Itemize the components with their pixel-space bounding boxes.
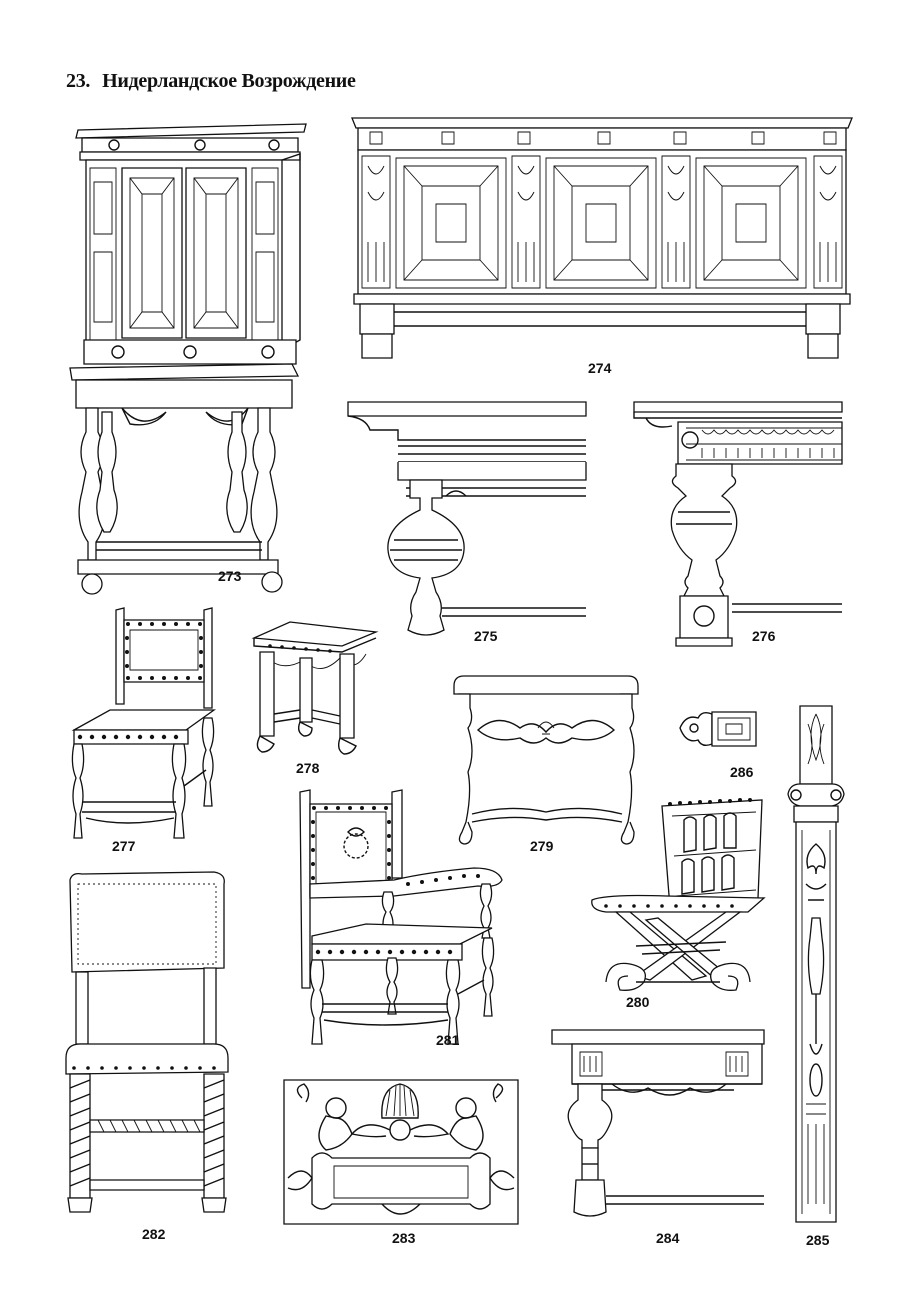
figure-275-table-leg-detail	[346, 400, 588, 642]
figure-label: 281	[436, 1032, 460, 1048]
figure-284-table-detail	[550, 1028, 766, 1228]
figure-label: 286	[730, 764, 754, 780]
figure-label: 285	[806, 1232, 830, 1248]
figure-279-carved-stool	[450, 672, 642, 848]
figure-label: 279	[530, 838, 554, 854]
figure-label: 275	[474, 628, 498, 644]
figure-273-cabinet-on-stand	[62, 112, 308, 602]
figure-label: 280	[626, 994, 650, 1010]
figure-286-ornament-detail	[678, 706, 758, 752]
figure-label: 276	[752, 628, 776, 644]
figure-label: 283	[392, 1230, 416, 1246]
figure-280-x-frame-chair	[586, 796, 770, 996]
section-number: 23.	[66, 70, 91, 92]
figure-277-studded-side-chair	[66, 606, 216, 844]
figure-label: 277	[112, 838, 136, 854]
figure-274-sideboard	[348, 112, 856, 362]
figure-label: 278	[296, 760, 320, 776]
figure-285-carved-pilaster	[786, 704, 846, 1224]
figure-276-carved-table-detail	[632, 400, 844, 648]
page-title: 23. Нидерландское Возрождение	[66, 70, 356, 93]
section-title: Нидерландское Возрождение	[102, 70, 356, 92]
figure-282-chair-twisted-legs	[62, 868, 232, 1220]
figure-label: 273	[218, 568, 242, 584]
figure-283-carved-panel	[282, 1078, 520, 1226]
figure-281-studded-armchair	[298, 788, 510, 1050]
figure-label: 274	[588, 360, 612, 376]
figure-label: 282	[142, 1226, 166, 1242]
figure-label: 284	[656, 1230, 680, 1246]
figure-278-triangular-stool	[250, 618, 378, 760]
